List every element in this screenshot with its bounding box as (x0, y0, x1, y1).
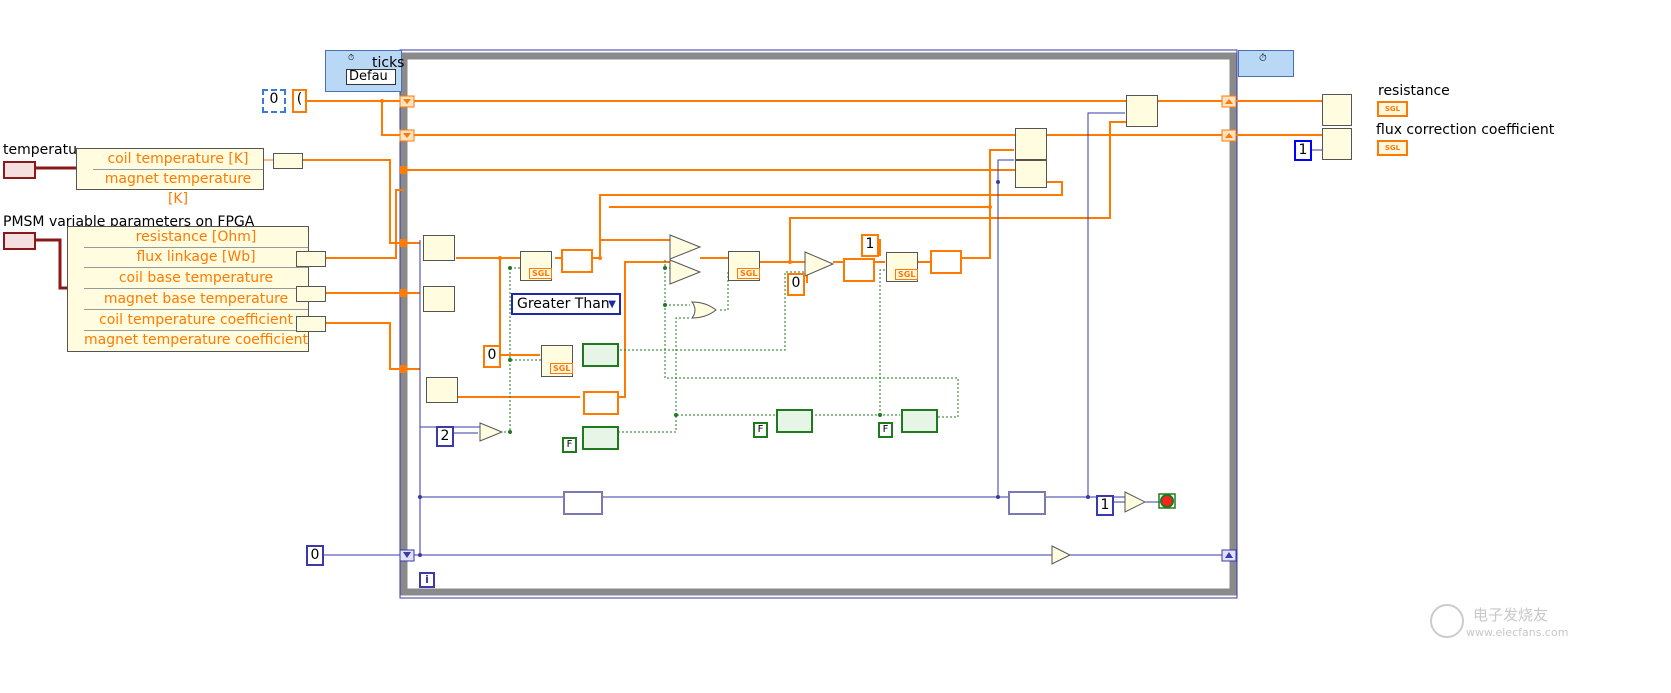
pmsm-cluster: resistance [Ohm] flux linkage [Wb] coil … (67, 226, 309, 352)
unbundle-node-2[interactable] (423, 286, 455, 312)
cluster-row-magnet-temperature: magnet temperature [K] (104, 171, 252, 207)
cluster-row-magnet-temp-coeff: magnet temperature coefficient (84, 332, 308, 348)
init-zero-constant[interactable]: 0 (262, 89, 286, 113)
false-constant-c[interactable]: F (878, 422, 893, 438)
blue-junction-dots (418, 180, 1090, 557)
sgl-tag-4: SGL (550, 363, 574, 374)
cluster-row-magnet-base-temp: magnet base temperature (84, 289, 308, 310)
temperature-cluster: coil temperature [K] magnet temperature … (76, 148, 264, 207)
orange-wires (303, 100, 1330, 398)
bool-feedback-node-2[interactable] (582, 426, 619, 450)
flux-correction-indicator[interactable]: SGL (1377, 140, 1408, 156)
cluster-row-coil-base-temp: coil base temperature (84, 268, 308, 289)
sgl-tag-2: SGL (737, 268, 761, 279)
write-fifo-node-resistance[interactable] (1322, 94, 1352, 126)
chevron-down-icon: ▼ (608, 299, 616, 310)
compare-zero-constant[interactable]: 0 (483, 345, 501, 368)
timed-loop-input-node[interactable]: ⏱ ticks Defau (325, 50, 405, 92)
cluster-row-flux-linkage: flux linkage [Wb] (84, 247, 308, 268)
bool-feedback-node-4[interactable] (901, 409, 938, 433)
select-zero-constant[interactable]: 0 (787, 273, 805, 296)
cluster-row-resistance: resistance [Ohm] (84, 227, 308, 248)
unbundle-node-3[interactable] (426, 377, 458, 403)
cluster-input-wires (32, 166, 77, 290)
feedback-node-2[interactable] (930, 250, 962, 274)
cluster-row-coil-temperature: coil temperature [K] (93, 149, 263, 170)
flux-correction-output-label: flux correction coefficient (1376, 122, 1555, 138)
pmsm-fifo-icon[interactable] (3, 232, 36, 250)
one-output-constant[interactable]: 1 (1294, 140, 1312, 161)
resistance-indicator[interactable]: SGL (1377, 101, 1408, 117)
bundle-node-1[interactable] (1126, 95, 1158, 127)
ticks-label: ticks (372, 55, 405, 71)
sgl-tag-3: SGL (895, 269, 919, 280)
init-paren-constant[interactable]: ( (292, 89, 307, 113)
while-loop-frame[interactable] (400, 52, 1237, 596)
cluster-row-coil-temp-coeff: coil temperature coefficient (84, 310, 308, 331)
write-fifo-node-flux[interactable] (1322, 128, 1352, 160)
blue-wires (322, 112, 1322, 556)
counter-feedback-node-2[interactable] (1008, 491, 1046, 515)
greater-than-label: Greater Than (517, 296, 610, 312)
to-fixed-icon-coil-coeff[interactable] (296, 316, 326, 332)
feedback-node-1[interactable] (561, 249, 593, 273)
resistance-output-label: resistance (1378, 83, 1450, 99)
compute-nodes (479, 234, 1176, 565)
to-fixed-icon-magnet-base[interactable] (296, 286, 326, 302)
default-dropdown[interactable]: Defau (346, 69, 396, 85)
loop-iteration-terminal[interactable]: i (419, 572, 435, 588)
one-compare-constant[interactable]: 1 (1096, 495, 1114, 516)
unbundle-node-1[interactable] (423, 235, 455, 261)
sgl-function-node-3[interactable]: SGL (886, 252, 919, 282)
false-constant-b[interactable]: F (753, 422, 768, 438)
sgl-function-node-1[interactable]: SGL (520, 251, 553, 281)
to-fixed-icon-temp[interactable] (273, 153, 303, 169)
bool-feedback-node-1[interactable] (582, 343, 619, 367)
one-top-constant[interactable]: 1 (861, 234, 879, 257)
counter-feedback-node-1[interactable] (563, 491, 603, 515)
bool-feedback-node-3[interactable] (776, 409, 813, 433)
shift-registers (399, 95, 1237, 562)
timed-loop-output-node[interactable]: ⏱ (1238, 50, 1294, 77)
loop-zero-constant[interactable]: 0 (306, 545, 324, 566)
clock-icon-right: ⏱ (1259, 53, 1267, 64)
bundle-node-3[interactable] (1015, 160, 1047, 188)
temperature-label: temperatu (3, 142, 77, 158)
clock-icon: ⏱ (348, 53, 355, 62)
sgl-function-node-2[interactable]: SGL (728, 251, 761, 281)
loop-outer-border (399, 49, 1238, 599)
feedback-node-4[interactable] (583, 391, 619, 415)
sgl-tag-1: SGL (529, 268, 553, 279)
to-fixed-icon-flux[interactable] (296, 251, 326, 267)
false-constant-a[interactable]: F (562, 437, 577, 453)
watermark-url: www.elecfans.com (1466, 626, 1569, 639)
temperature-fifo-icon[interactable] (3, 161, 36, 179)
junction-dots (380, 99, 992, 264)
compare-sgl-node[interactable]: SGL (541, 345, 574, 377)
watermark-cn: 电子发烧友 (1473, 606, 1549, 624)
feedback-node-3[interactable] (843, 258, 875, 282)
greater-than-dropdown[interactable]: Greater Than▼ (511, 293, 621, 315)
bundle-node-2[interactable] (1015, 128, 1047, 160)
green-junction-dots (508, 266, 882, 434)
two-constant[interactable]: 2 (436, 426, 454, 447)
watermark-logo-icon (1430, 604, 1464, 638)
